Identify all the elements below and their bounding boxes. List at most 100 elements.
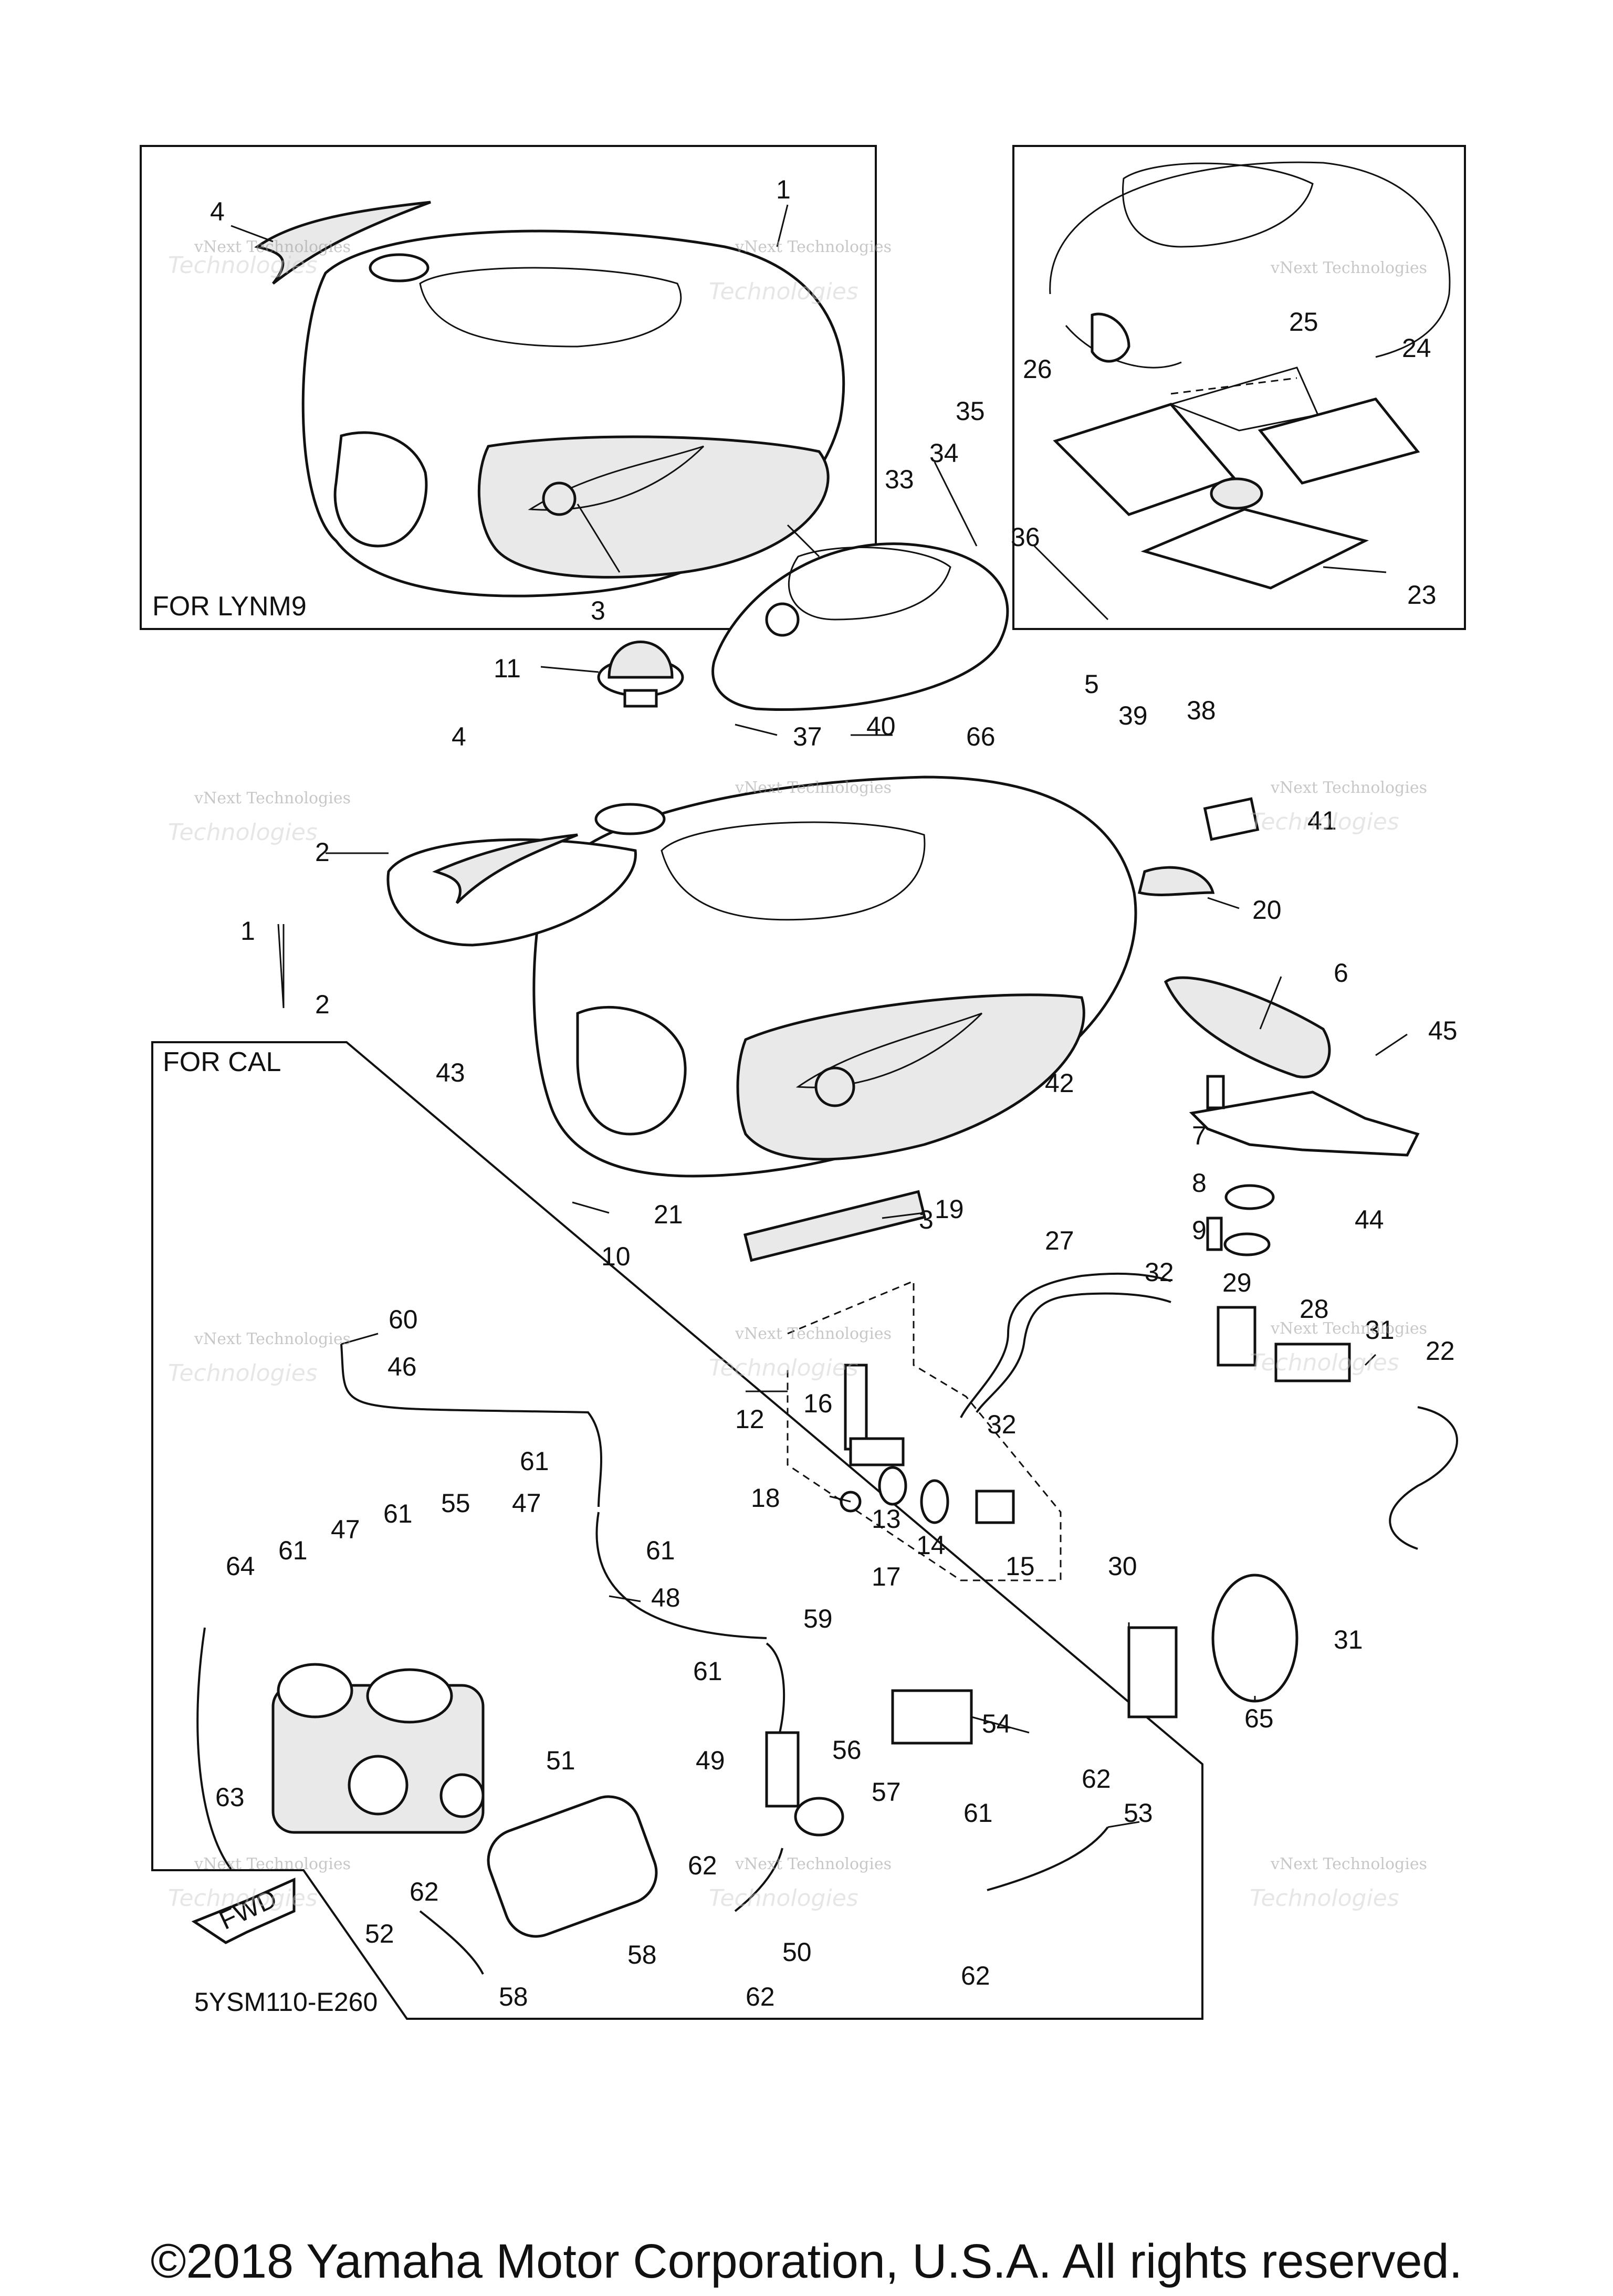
callout-18: 18 <box>751 1483 780 1513</box>
callout-39: 39 <box>1118 701 1148 730</box>
callout-58b: 58 <box>499 1982 528 2011</box>
callout-62e: 62 <box>961 1961 990 1990</box>
callout-4a: 4 <box>210 197 225 226</box>
callout-62a: 62 <box>1082 1764 1111 1794</box>
callout-20: 20 <box>1252 895 1282 925</box>
main-fuel-tank-drawing <box>386 775 1137 1178</box>
callout-61b: 61 <box>383 1499 413 1528</box>
callout-6: 6 <box>1334 958 1348 988</box>
callout-21: 21 <box>654 1200 683 1229</box>
callout-24: 24 <box>1402 333 1431 363</box>
callout-65: 65 <box>1244 1704 1274 1733</box>
watermark: Technologies <box>1250 1349 1399 1376</box>
callout-38: 38 <box>1187 696 1216 725</box>
callout-25: 25 <box>1289 307 1318 337</box>
callout-14: 14 <box>916 1530 946 1560</box>
watermark: vNext Technologies <box>735 1325 892 1343</box>
callout-13: 13 <box>872 1504 901 1534</box>
callout-26: 26 <box>1023 354 1052 384</box>
watermark: vNext Technologies <box>194 238 351 256</box>
callout-15: 15 <box>1005 1551 1035 1581</box>
callout-2b: 2 <box>315 990 330 1019</box>
callout-61a: 61 <box>520 1446 549 1476</box>
callout-35: 35 <box>956 396 985 426</box>
leader-lines <box>231 204 1408 1828</box>
callout-37: 37 <box>793 722 822 751</box>
watermark: Technologies <box>168 1885 318 1912</box>
callout-22: 22 <box>1426 1336 1455 1366</box>
callout-63: 63 <box>215 1783 245 1812</box>
watermark: vNext Technologies <box>1270 779 1427 797</box>
callout-11: 11 <box>494 654 521 683</box>
callout-28: 28 <box>1300 1294 1329 1324</box>
callout-43: 43 <box>436 1058 465 1087</box>
watermark: Technologies <box>1250 809 1399 835</box>
callout-62c: 62 <box>688 1851 717 1880</box>
callout-32a: 32 <box>1145 1257 1174 1287</box>
callout-3b: 3 <box>919 1205 934 1234</box>
callout-3a: 3 <box>591 596 605 625</box>
seat-bracket-drawing <box>1137 797 1420 1256</box>
watermark-group: vNext Technologies Technologies vNext Te… <box>168 238 1427 1912</box>
callout-16: 16 <box>803 1389 833 1418</box>
callout-10: 10 <box>601 1242 631 1271</box>
callout-41: 41 <box>1307 806 1337 835</box>
watermark: vNext Technologies <box>1270 259 1427 277</box>
watermark: vNext Technologies <box>194 1330 351 1348</box>
callout-52: 52 <box>365 1919 394 1948</box>
callout-17: 17 <box>872 1562 901 1591</box>
callout-34: 34 <box>929 438 959 468</box>
watermark: vNext Technologies <box>735 238 892 256</box>
watermark: Technologies <box>709 1355 858 1381</box>
diagram-code: 5YSM110-E260 <box>194 1987 378 2017</box>
callout-61f: 61 <box>963 1798 993 1828</box>
callout-5: 5 <box>1084 669 1099 699</box>
callout-66: 66 <box>966 722 996 751</box>
callout-44: 44 <box>1355 1205 1384 1234</box>
callout-labels: 1 1 2 2 3 3 4 4 5 6 7 8 9 10 11 12 13 14… <box>210 175 1458 2011</box>
callout-36: 36 <box>1011 522 1040 552</box>
watermark: Technologies <box>709 278 858 305</box>
callout-32b: 32 <box>987 1410 1017 1439</box>
callout-47b: 47 <box>331 1515 360 1544</box>
watermark: vNext Technologies <box>1270 1319 1427 1338</box>
callout-62d: 62 <box>746 1982 775 2011</box>
callout-51: 51 <box>546 1746 575 1775</box>
panel-inset-right <box>1012 145 1466 630</box>
callout-58a: 58 <box>627 1940 657 1969</box>
callout-29: 29 <box>1222 1268 1252 1297</box>
watermark: vNext Technologies <box>735 779 892 797</box>
callout-64: 64 <box>226 1551 255 1581</box>
callout-1a: 1 <box>776 175 791 204</box>
callout-8: 8 <box>1192 1168 1207 1198</box>
callout-61c: 61 <box>278 1536 308 1565</box>
callout-31a: 31 <box>1365 1315 1395 1345</box>
callout-31b: 31 <box>1334 1625 1363 1654</box>
callout-27: 27 <box>1045 1226 1074 1255</box>
callout-61d: 61 <box>646 1536 675 1565</box>
callout-53: 53 <box>1124 1798 1153 1828</box>
panel-lynm9-title: FOR LYNM9 <box>152 591 307 622</box>
callout-57: 57 <box>872 1777 901 1807</box>
callout-46: 46 <box>387 1352 417 1381</box>
watermark: Technologies <box>168 819 318 846</box>
callout-1b: 1 <box>240 916 255 946</box>
carburetor-drawing <box>196 1627 485 1870</box>
callout-59: 59 <box>803 1604 833 1633</box>
watermark: vNext Technologies <box>735 1855 892 1873</box>
watermark: vNext Technologies <box>194 1855 351 1873</box>
callout-54: 54 <box>982 1709 1011 1738</box>
callout-40: 40 <box>866 711 896 741</box>
watermark: vNext Technologies <box>1270 1855 1427 1873</box>
callout-23: 23 <box>1407 580 1437 610</box>
callout-30: 30 <box>1108 1551 1137 1581</box>
callout-12: 12 <box>735 1404 764 1434</box>
callout-56: 56 <box>832 1735 862 1765</box>
copyright-notice: ©2018 Yamaha Motor Corporation, U.S.A. A… <box>150 2235 1463 2288</box>
callout-55: 55 <box>441 1488 470 1518</box>
callout-4b: 4 <box>452 722 466 751</box>
watermark: Technologies <box>168 1360 318 1387</box>
tank-cover-drawing <box>711 542 1009 711</box>
hose-routing-drawing <box>340 1272 1458 1744</box>
